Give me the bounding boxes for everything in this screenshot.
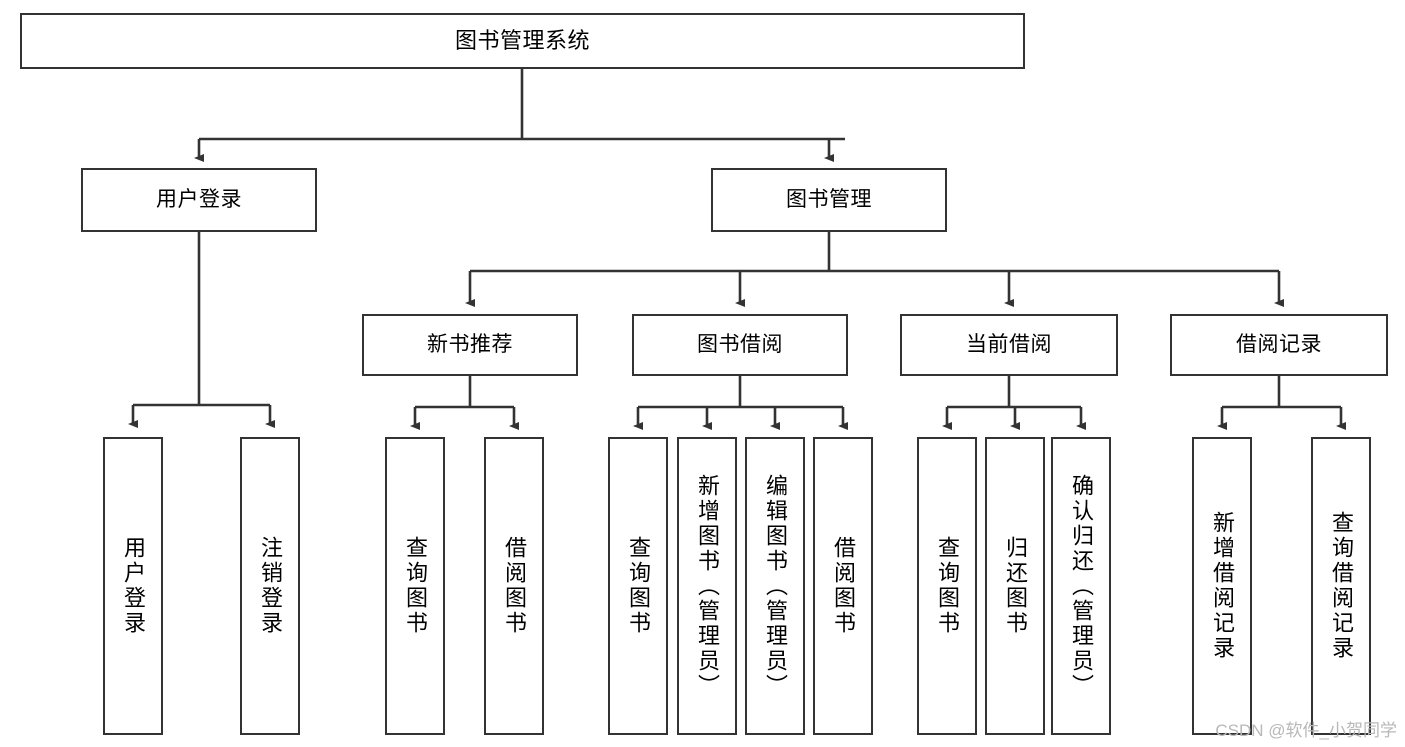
- node-leaf-add-record[interactable]: 新增借阅记录: [1192, 437, 1252, 735]
- node-leaf-query-record-label: 查询借阅记录: [1329, 511, 1354, 661]
- node-leaf-return-book[interactable]: 归还图书: [985, 437, 1045, 735]
- node-leaf-query-book-2-label: 查询图书: [626, 536, 651, 636]
- node-leaf-confirm-return[interactable]: 确认归还（管理员）: [1051, 437, 1111, 735]
- node-leaf-return-book-label: 归还图书: [1003, 536, 1028, 636]
- node-leaf-add-record-label: 新增借阅记录: [1210, 511, 1235, 661]
- node-book-manage[interactable]: 图书管理: [711, 168, 947, 232]
- node-user-login-label: 用户登录: [156, 187, 242, 211]
- node-leaf-query-book-3-label: 查询图书: [935, 536, 960, 636]
- node-book-manage-label: 图书管理: [786, 187, 872, 211]
- node-new-book-rec-label: 新书推荐: [427, 332, 513, 356]
- node-borrow-record[interactable]: 借阅记录: [1170, 314, 1388, 376]
- watermark: CSDN @软件_小贺同学: [1215, 721, 1397, 740]
- node-current-borrow[interactable]: 当前借阅: [900, 314, 1118, 376]
- node-user-login[interactable]: 用户登录: [81, 168, 317, 232]
- node-leaf-logout[interactable]: 注销登录: [240, 437, 300, 735]
- edge-new-book-rec-children: [410, 376, 519, 430]
- node-leaf-edit-book[interactable]: 编辑图书（管理员）: [745, 437, 805, 735]
- node-leaf-edit-book-label: 编辑图书（管理员）: [763, 473, 788, 699]
- edge-current-borrow-children: [942, 376, 1086, 430]
- node-leaf-query-book-1[interactable]: 查询图书: [385, 437, 445, 735]
- node-new-book-rec[interactable]: 新书推荐: [362, 314, 578, 376]
- node-root[interactable]: 图书管理系统: [20, 13, 1025, 69]
- node-book-borrow[interactable]: 图书借阅: [632, 314, 848, 376]
- edge-book-borrow-children: [633, 376, 848, 430]
- edge-user-login-children: [128, 232, 275, 428]
- node-leaf-borrow-book-2[interactable]: 借阅图书: [813, 437, 873, 735]
- node-leaf-query-book-1-label: 查询图书: [403, 536, 428, 636]
- node-leaf-confirm-return-label: 确认归还（管理员）: [1069, 473, 1094, 699]
- node-leaf-borrow-book-2-label: 借阅图书: [831, 536, 856, 636]
- node-leaf-add-book-label: 新增图书（管理员）: [695, 473, 720, 699]
- node-borrow-record-label: 借阅记录: [1236, 332, 1322, 356]
- node-leaf-query-record[interactable]: 查询借阅记录: [1311, 437, 1371, 735]
- node-leaf-user-login-label: 用户登录: [121, 536, 146, 636]
- node-leaf-add-book[interactable]: 新增图书（管理员）: [677, 437, 737, 735]
- edge-book-manage-children: [465, 232, 1284, 307]
- node-root-label: 图书管理系统: [454, 28, 590, 54]
- node-leaf-query-book-3[interactable]: 查询图书: [917, 437, 977, 735]
- node-book-borrow-label: 图书借阅: [697, 332, 783, 356]
- edge-borrow-record-children: [1217, 376, 1346, 430]
- node-leaf-user-login[interactable]: 用户登录: [103, 437, 163, 735]
- node-leaf-borrow-book-1[interactable]: 借阅图书: [484, 437, 544, 735]
- edge-root-bus: [194, 69, 845, 162]
- node-current-borrow-label: 当前借阅: [966, 332, 1052, 356]
- node-leaf-logout-label: 注销登录: [258, 536, 283, 636]
- node-leaf-query-book-2[interactable]: 查询图书: [608, 437, 668, 735]
- node-leaf-borrow-book-1-label: 借阅图书: [502, 536, 527, 636]
